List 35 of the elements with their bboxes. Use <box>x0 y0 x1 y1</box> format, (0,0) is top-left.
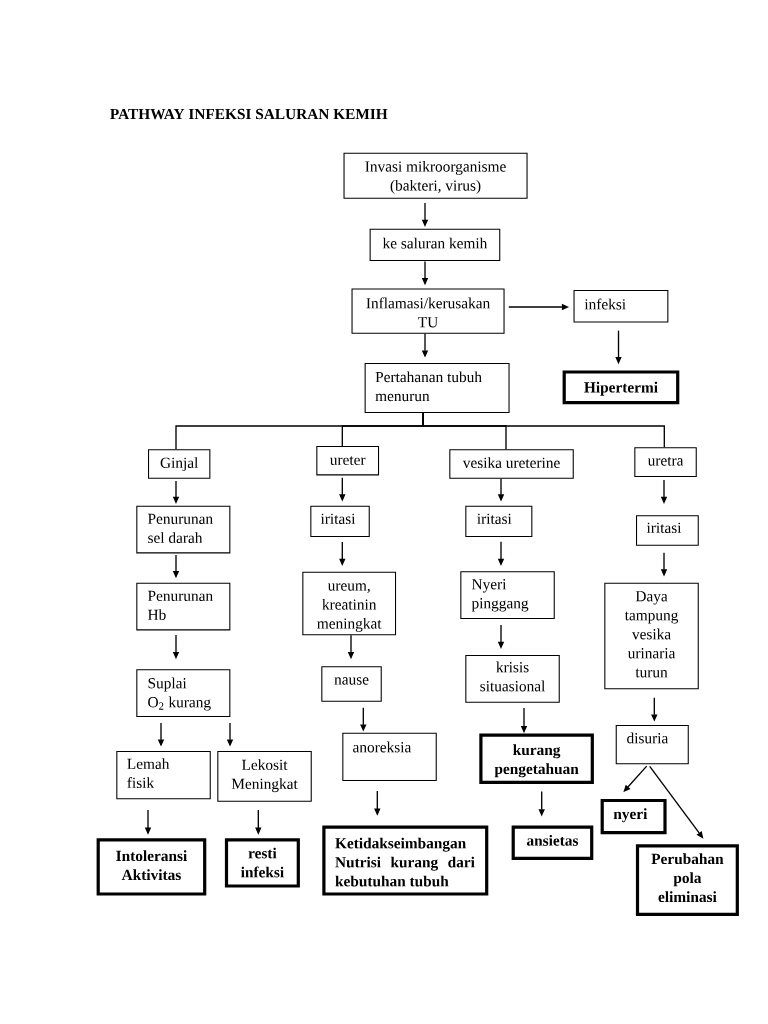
diagnosis-box: nyeri <box>600 798 667 835</box>
process-box: ureum, kreatinin meningkat <box>302 571 397 636</box>
diagnosis-box: kurang pengetahuan <box>479 733 594 784</box>
process-box: Lekosit Meningkat <box>217 751 312 802</box>
diagnosis-box: Intoleransi Aktivitas <box>96 838 207 896</box>
process-box: uretra <box>634 447 697 478</box>
process-box: disuria <box>615 725 689 765</box>
connector-line <box>422 412 665 448</box>
diagnosis-box: Ketidakseimbangan Nutrisi kurang dari kebutuhan tubuh <box>322 825 489 896</box>
process-box: anoreksia <box>342 732 437 782</box>
arrow <box>649 765 704 839</box>
process-box: iritasi <box>310 505 370 538</box>
process-box: iritasi <box>636 515 699 546</box>
process-box: Invasi mikroorganisme (bakteri, virus) <box>343 152 528 199</box>
process-box: nause <box>321 666 382 702</box>
process-box: Penurunan Hb <box>136 582 231 631</box>
process-box: krisis situasional <box>465 655 560 703</box>
diagnosis-box: Hipertermi <box>562 370 680 405</box>
process-box: ke saluran kemih <box>369 228 501 262</box>
process-box: Inflamasi/kerusakan TU <box>351 288 505 334</box>
process-box: Daya tampung vesika urinaria turun <box>604 582 699 690</box>
process-box: infeksi <box>573 290 669 323</box>
process-box: Ginjal <box>148 449 211 479</box>
diagnosis-box: resti infeksi <box>224 838 300 888</box>
process-box: Suplai O$_{2}$ kurang <box>136 669 231 718</box>
process-box: iritasi <box>465 505 533 538</box>
diagram-title: PATHWAY INFEKSI SALURAN KEMIH <box>110 108 388 120</box>
diagnosis-box: Perubahan pola eliminasi <box>635 844 739 916</box>
process-box: Pertahanan tubuh menurun <box>364 363 510 414</box>
diagnosis-box: ansietas <box>511 825 594 860</box>
process-box: Nyeri pinggang <box>460 571 555 620</box>
process-box: ureter <box>316 446 380 476</box>
process-box: Lemah fisik <box>116 751 211 800</box>
process-box: Penurunan sel darah <box>136 505 231 554</box>
process-box: vesika ureterine <box>449 449 574 479</box>
